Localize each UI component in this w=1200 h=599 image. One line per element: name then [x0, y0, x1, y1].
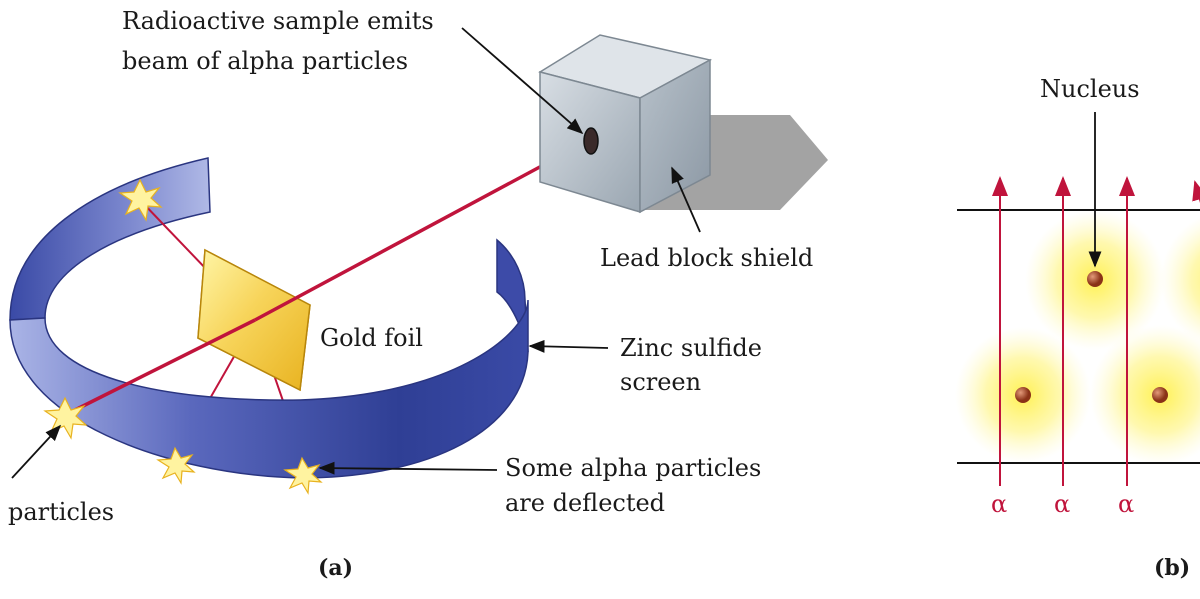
alpha-trajectories [992, 176, 1200, 486]
pointer-particles [11, 424, 62, 479]
nuclei [1015, 271, 1168, 403]
pointer-deflected [318, 461, 498, 475]
zinc-sulfide-label-line2: screen [620, 368, 702, 396]
zinc-sulfide-label-line1: Zinc sulfide [620, 334, 762, 362]
atom-glow-edge [1160, 216, 1200, 344]
lead-block-side [639, 58, 711, 214]
nucleus-top [1087, 271, 1103, 287]
screen-back-band [9, 157, 211, 321]
flash-front-middle [156, 446, 196, 485]
deflected-label-line2: are deflected [505, 489, 666, 517]
atom-glow-right [1090, 325, 1200, 465]
nucleus-right [1152, 387, 1168, 403]
alpha-symbol-1: α [991, 490, 1008, 518]
label-pointers [11, 27, 701, 479]
pointer-radioactive [461, 27, 584, 135]
alpha-trajectory-deflected [1192, 180, 1200, 204]
sample-aperture [583, 127, 599, 155]
alpha-beam-through [74, 318, 256, 412]
flash-back [118, 178, 163, 222]
pointer-lead-block [671, 166, 701, 233]
gold-foil-label: Gold foil [320, 324, 423, 352]
lead-block-label: Lead block shield [600, 244, 814, 272]
radioactive-label-line1: Radioactive sample emits [122, 7, 434, 35]
nucleus-left [1015, 387, 1031, 403]
alpha-symbol-3: α [1118, 490, 1135, 518]
screen-front-band [9, 299, 529, 479]
deflected-label-line1: Some alpha particles [505, 454, 762, 482]
radioactive-label-line2: beam of alpha particles [122, 47, 409, 75]
alpha-beam [254, 138, 591, 322]
alpha-symbol-2: α [1054, 490, 1071, 518]
caption-b: (b) [1154, 555, 1191, 581]
nucleus-label: Nucleus [1040, 75, 1140, 103]
particles-label: particles [8, 498, 115, 526]
atom-glows [955, 210, 1200, 465]
caption-a: (a) [318, 555, 354, 581]
pointer-zinc [528, 339, 609, 353]
